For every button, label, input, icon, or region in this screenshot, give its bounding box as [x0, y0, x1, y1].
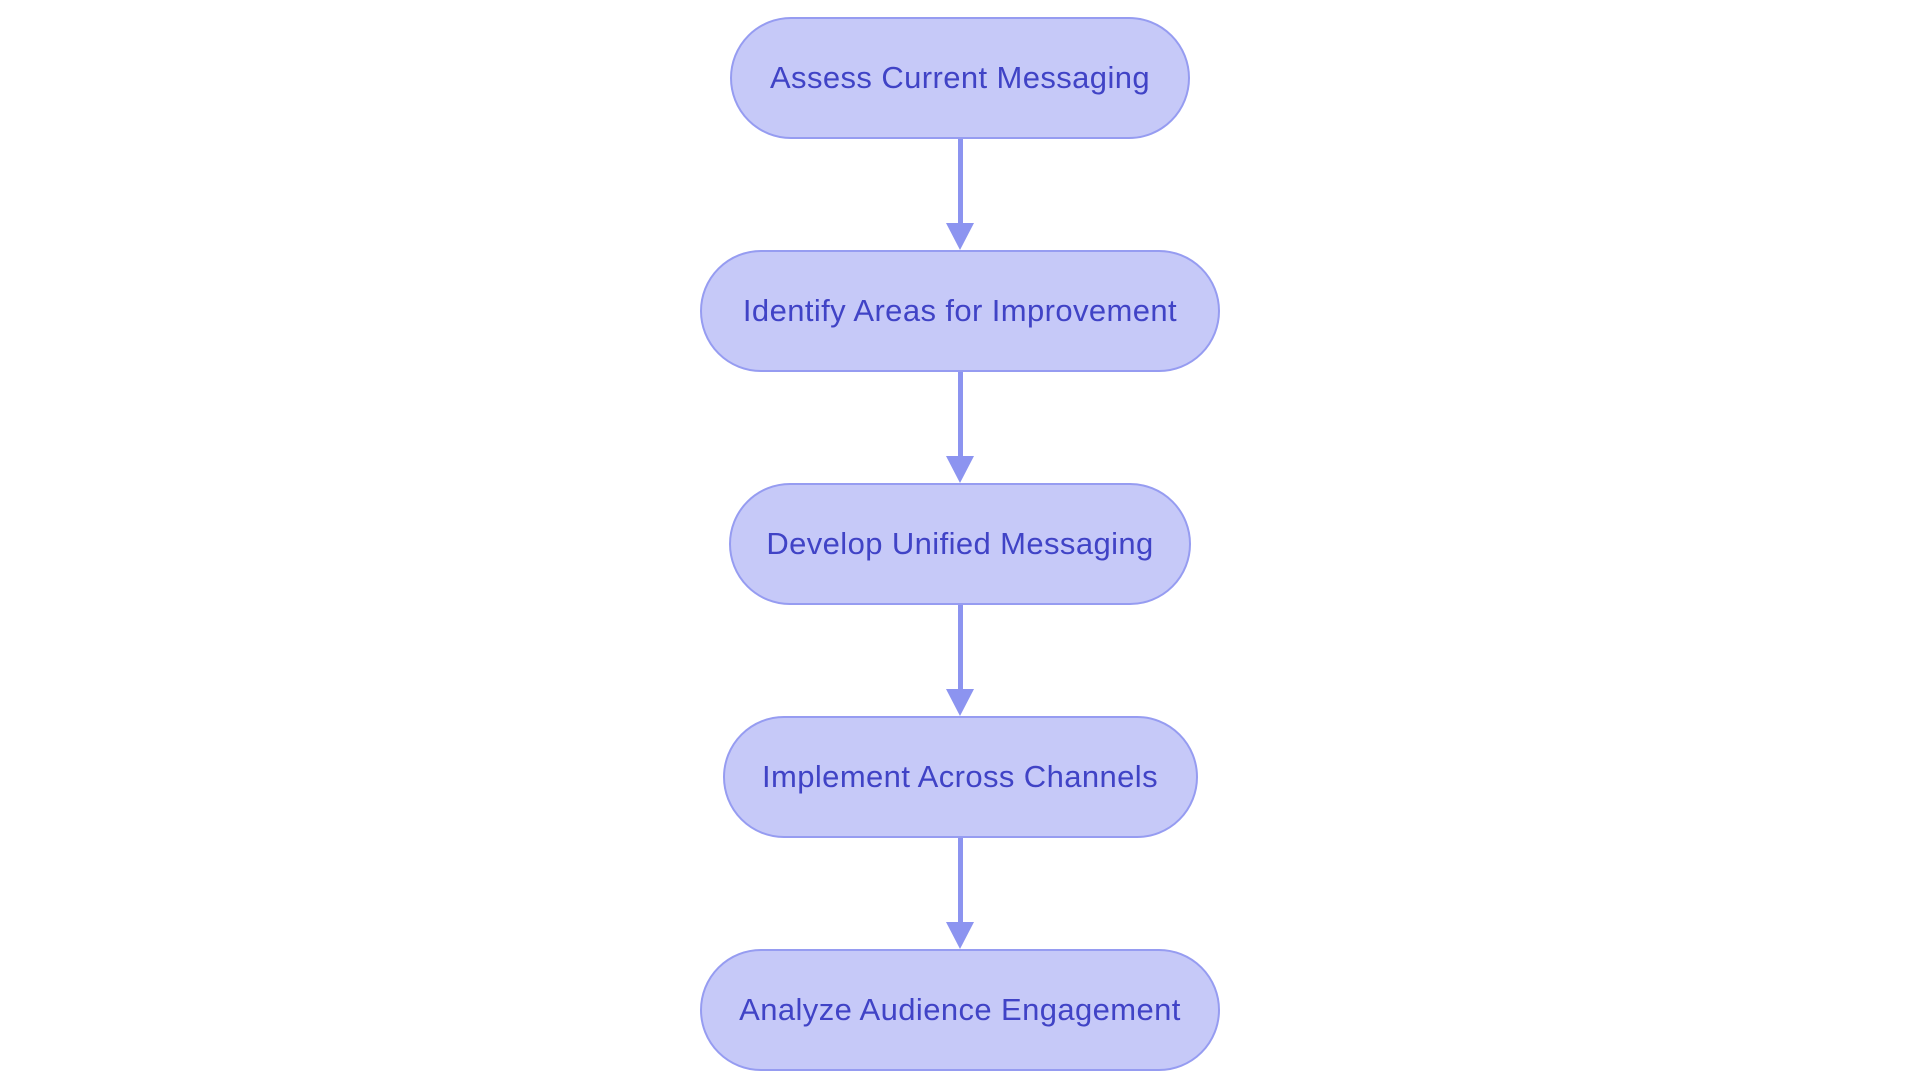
flow-arrow-2 — [946, 372, 974, 483]
flow-node-assess-current-messaging: Assess Current Messaging — [730, 17, 1190, 139]
arrow-down-icon — [946, 456, 974, 483]
arrow-stem — [957, 605, 963, 689]
arrow-down-icon — [946, 689, 974, 716]
arrow-stem — [957, 139, 963, 223]
arrow-stem — [957, 372, 963, 456]
node-label: Assess Current Messaging — [769, 60, 1151, 95]
flow-arrow-4 — [946, 838, 974, 949]
flow-node-implement-across-channels: Implement Across Channels — [722, 716, 1198, 838]
arrow-down-icon — [946, 223, 974, 250]
node-label: Analyze Audience Engagement — [739, 992, 1181, 1027]
node-label: Develop Unified Messaging — [766, 526, 1154, 561]
flow-arrow-3 — [946, 605, 974, 716]
node-label: Identify Areas for Improvement — [742, 293, 1178, 328]
arrow-stem — [957, 838, 963, 922]
flowchart: Assess Current Messaging Identify Areas … — [0, 17, 1920, 1071]
node-label: Implement Across Channels — [762, 759, 1158, 794]
flow-node-analyze-audience-engagement: Analyze Audience Engagement — [700, 949, 1220, 1071]
flow-node-identify-areas-for-improvement: Identify Areas for Improvement — [700, 250, 1220, 372]
arrow-down-icon — [946, 922, 974, 949]
flow-node-develop-unified-messaging: Develop Unified Messaging — [729, 483, 1191, 605]
flow-arrow-1 — [946, 139, 974, 250]
